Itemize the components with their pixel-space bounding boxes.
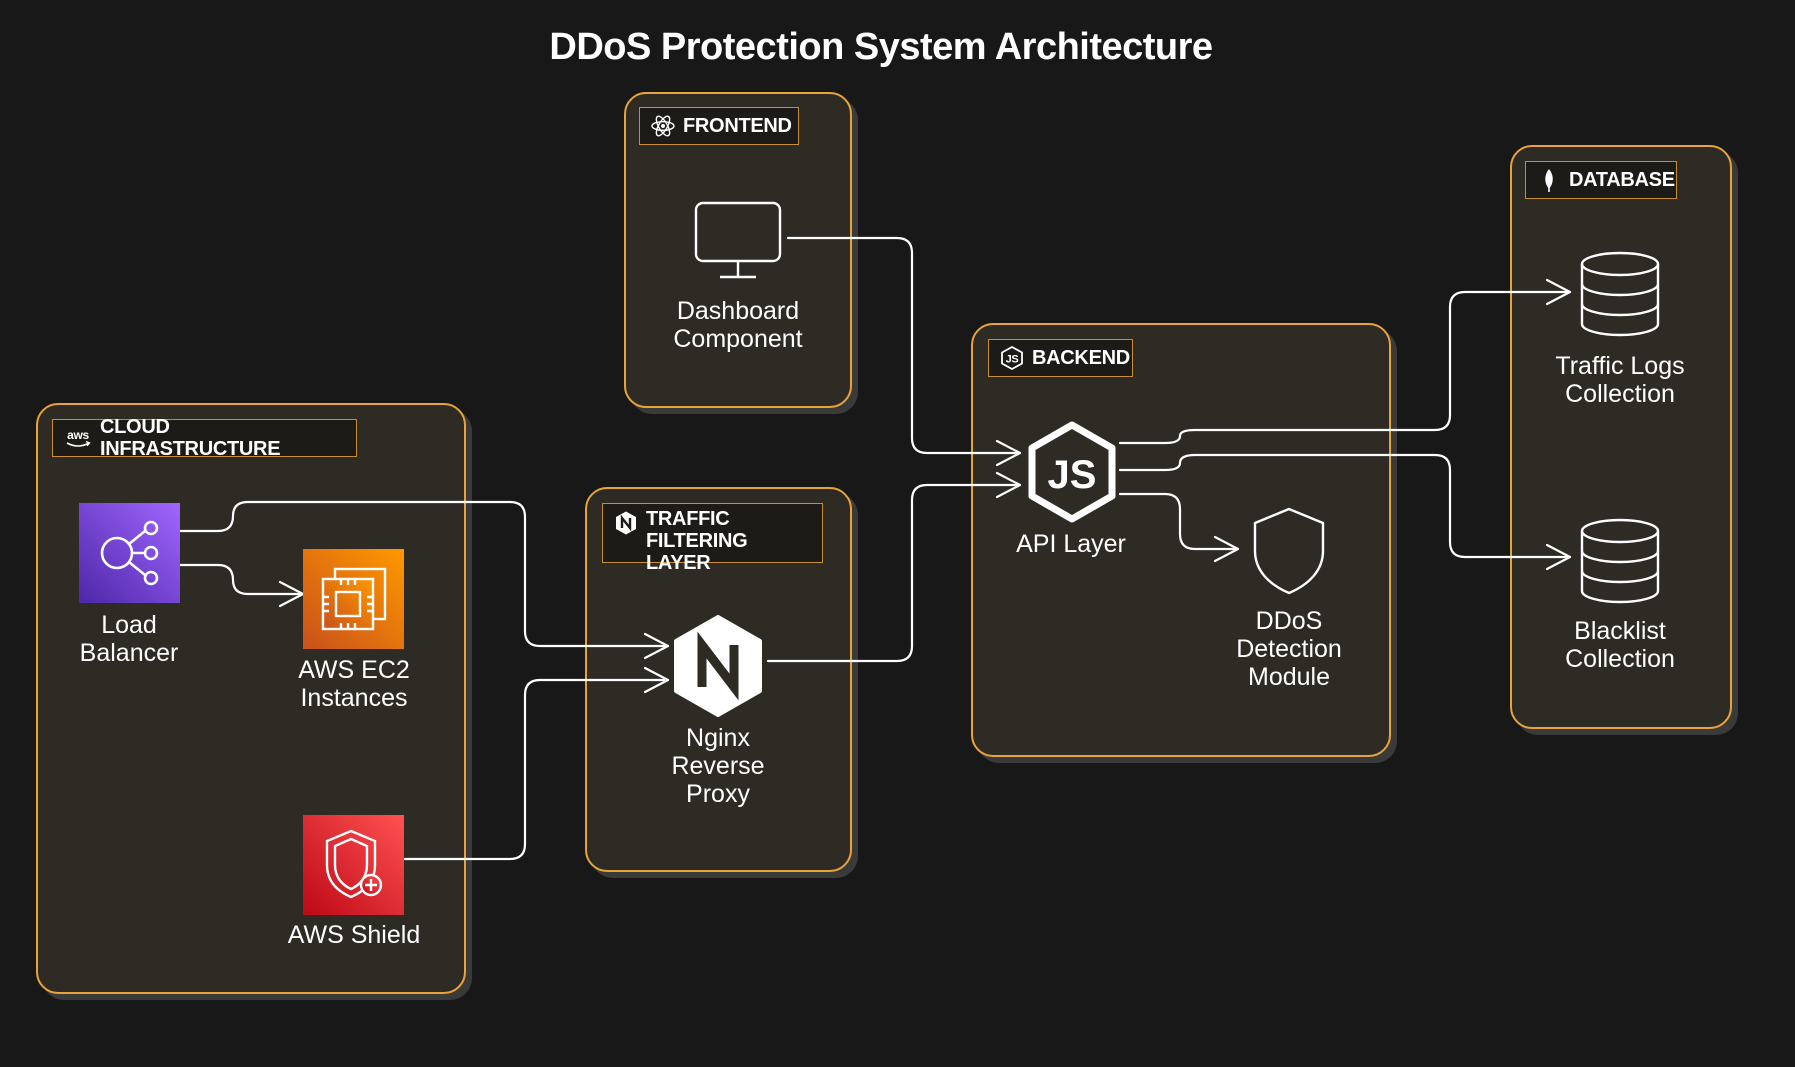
arrowhead-shield-nginx: [643, 666, 670, 694]
node-label-api: API Layer: [1016, 530, 1126, 558]
group-label-frontend: FRONTEND: [639, 107, 799, 145]
arrowhead-dashboard-api: [995, 439, 1022, 467]
group-database[interactable]: DATABASE: [1510, 145, 1732, 729]
monitor-icon[interactable]: [693, 200, 783, 282]
database-cylinder-icon[interactable]: [1578, 517, 1662, 605]
group-label-database: DATABASE: [1525, 161, 1677, 199]
group-label-traffic: TRAFFIC FILTERING LAYER: [602, 503, 823, 574]
svg-text:JS: JS: [1048, 453, 1097, 497]
arrowhead-lb-nginx: [643, 632, 670, 660]
edge-shield-nginx: [403, 678, 670, 861]
shield-outline-icon[interactable]: [1250, 505, 1328, 597]
arrowhead-api-trafficlogs: [1545, 278, 1572, 306]
edge-api-blacklist: [1118, 453, 1572, 559]
group-label-text: CLOUD INFRASTRUCTURE: [100, 416, 281, 460]
edge-lb-nginx: [178, 500, 670, 648]
aws-logo-icon: aws: [66, 428, 91, 447]
node-label-shield: AWS Shield: [287, 921, 421, 949]
nodejs-icon[interactable]: JS: [1024, 420, 1120, 524]
react-icon: [651, 115, 675, 137]
mongodb-leaf-icon: [1545, 169, 1553, 192]
nginx-icon[interactable]: [672, 615, 764, 717]
arrowhead-api-blacklist: [1545, 543, 1572, 571]
group-label-line1: TRAFFIC: [646, 508, 730, 530]
group-label-text: DATABASE: [1569, 169, 1675, 191]
group-label-text: BACKEND: [1032, 347, 1130, 369]
shield-plus-icon[interactable]: [303, 815, 404, 915]
arrowhead-api-ddos: [1213, 535, 1240, 563]
edge-api-ddos: [1118, 492, 1240, 551]
diagram-title: DDoS Protection System Architecture: [549, 26, 1213, 68]
load-balancer-icon[interactable]: [79, 503, 180, 603]
edge-nginx-api: [766, 483, 1022, 663]
group-label-backend: JS BACKEND: [988, 339, 1133, 377]
edge-api-trafficlogs: [1118, 290, 1572, 445]
nodejs-icon: JS: [1001, 345, 1023, 371]
arrowhead-nginx-api: [995, 471, 1022, 499]
edge-dashboard-api: [786, 236, 1022, 455]
group-label-cloud: aws CLOUD INFRASTRUCTURE: [52, 416, 357, 460]
group-label-text: FRONTEND: [683, 115, 792, 137]
edge-lb-ec2: [178, 563, 305, 596]
svg-text:aws: aws: [67, 428, 89, 442]
svg-text:JS: JS: [1006, 354, 1019, 366]
nginx-icon: [616, 511, 636, 535]
ec2-chip-icon[interactable]: [303, 549, 404, 649]
database-cylinder-icon[interactable]: [1578, 250, 1662, 338]
group-label-line2: FILTERING LAYER: [646, 530, 748, 574]
group-frontend[interactable]: FRONTEND: [624, 92, 852, 408]
